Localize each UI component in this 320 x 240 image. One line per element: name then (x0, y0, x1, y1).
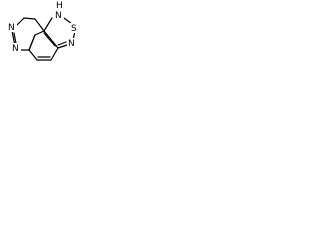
bond (43, 32, 56, 47)
s-right-atom-label: S (71, 24, 77, 34)
atom-background (54, 10, 64, 20)
n-top-left-atom-label: N (12, 44, 19, 54)
n-right-atom-label: N (68, 39, 75, 49)
bond-group (11, 14, 76, 61)
atom-background (11, 43, 21, 53)
bond (57, 44, 68, 49)
n-left-atom-label: N (8, 23, 15, 33)
atom-background (7, 22, 17, 32)
bond (50, 47, 59, 61)
bond (13, 32, 17, 45)
molecule-canvas: N N N H S N (0, 0, 93, 70)
atom-labels: N N N H S N (7, 0, 80, 54)
atom-background (67, 38, 77, 48)
bond (23, 17, 36, 20)
molecule-structure: N N N H S N (7, 0, 80, 61)
atom-background (70, 23, 80, 33)
bond (43, 30, 59, 49)
h-top-atom-label: H (56, 1, 63, 11)
bond (43, 17, 53, 32)
bond (57, 41, 67, 46)
atom-background (55, 0, 64, 10)
bond (28, 34, 36, 51)
n-top-atom-label: N (55, 11, 62, 21)
bond (15, 17, 25, 27)
bond (28, 49, 38, 61)
bond (34, 30, 45, 36)
bond (34, 18, 45, 32)
